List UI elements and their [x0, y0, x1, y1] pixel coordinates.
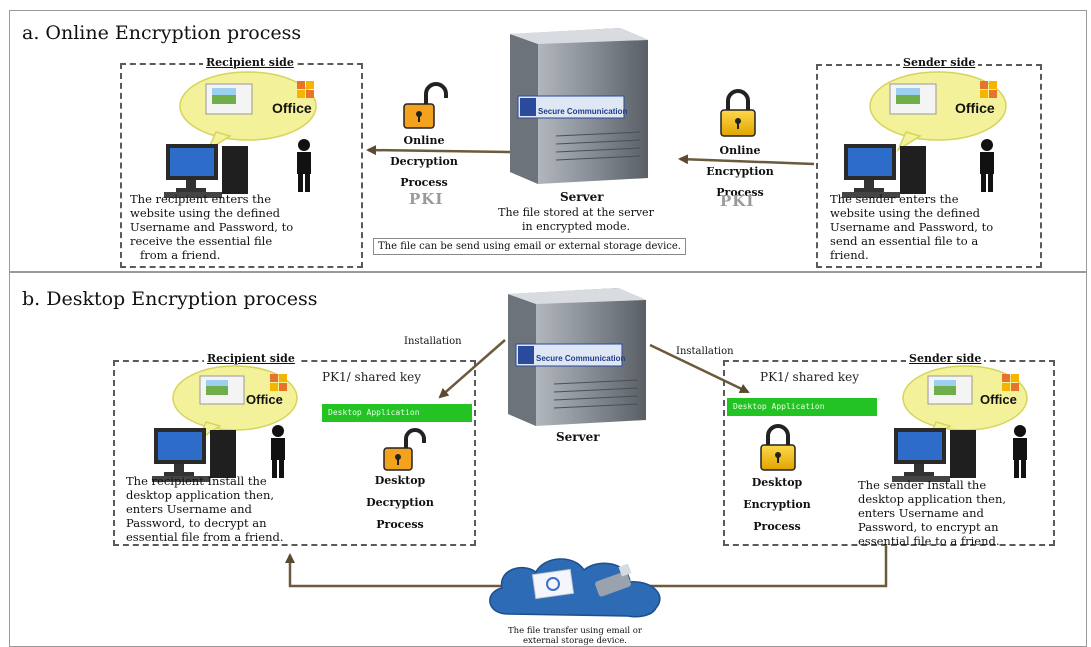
cloud-icon	[489, 558, 661, 618]
server-brand-label: Secure Communication	[538, 107, 628, 116]
installation-label-right: Installation	[676, 346, 734, 357]
server-label-desktop: Server	[556, 430, 600, 444]
open-padlock-icon	[383, 428, 426, 471]
recipient-side-heading: Recipient side	[203, 56, 297, 69]
transfer-description: The file transfer using email or externa…	[508, 626, 642, 646]
sender-description-online: The sender enters the website using the …	[830, 192, 994, 262]
desktop-application-bar: Desktop Application	[322, 404, 472, 422]
person-icon	[980, 139, 994, 192]
recipient-description-desktop: The recipient Install the desktop applic…	[126, 474, 284, 544]
closed-padlock-icon	[720, 89, 756, 137]
installation-label-left: Installation	[404, 336, 462, 347]
server-tower-icon	[510, 28, 648, 184]
desktop-decryption-process-label: Desktop Decryption Process	[366, 474, 434, 531]
image-file-icon	[889, 83, 937, 115]
email-envelope-icon	[531, 568, 575, 600]
server-tower-icon	[508, 288, 646, 426]
image-file-icon	[205, 83, 253, 115]
pki-label-right: PKI	[720, 192, 755, 210]
section-a-title: a. Online Encryption process	[22, 22, 302, 44]
desktop-computer-icon	[152, 428, 236, 482]
office-label: Office	[980, 392, 1017, 407]
server-label-online: Server	[560, 190, 604, 204]
server-description: The file stored at the server in encrypt…	[498, 206, 654, 233]
section-a-panel	[9, 10, 1087, 272]
person-icon	[271, 425, 285, 478]
online-encryption-process-label: Online Encryption Process	[706, 144, 774, 199]
transfer-note-box: The file can be send using email or exte…	[373, 238, 686, 255]
desktop-encryption-process-label: Desktop Encryption Process	[743, 476, 811, 533]
image-file-icon	[927, 375, 973, 405]
person-icon	[1013, 425, 1027, 478]
office-icon	[297, 81, 314, 98]
desktop-computer-icon	[892, 428, 976, 482]
office-label: Office	[272, 100, 312, 116]
sender-description-desktop: The sender Install the desktop applicati…	[858, 478, 1007, 548]
pki-label-left: PKI	[409, 190, 444, 208]
closed-padlock-icon	[760, 424, 796, 471]
office-label: Office	[246, 392, 283, 407]
office-icon	[1002, 374, 1019, 391]
desktop-application-bar: Desktop Application	[727, 398, 877, 416]
office-icon	[270, 374, 287, 391]
server-brand-label: Secure Communication	[536, 354, 626, 363]
usb-drive-icon	[595, 563, 632, 597]
shared-key-label-right: PK1/ shared key	[760, 370, 860, 384]
office-label: Office	[955, 100, 995, 116]
sender-box-desktop	[723, 360, 1055, 546]
recipient-side-heading: Recipient side	[204, 352, 298, 365]
open-padlock-icon	[403, 82, 448, 129]
desktop-computer-icon	[842, 144, 926, 198]
office-icon	[980, 81, 997, 98]
image-file-icon	[199, 375, 245, 405]
section-b-title: b. Desktop Encryption process	[22, 288, 318, 310]
desktop-computer-icon	[164, 144, 248, 198]
person-icon	[297, 139, 311, 192]
recipient-description-online: The recipient enters the website using t…	[130, 192, 294, 262]
online-decryption-process-label: Online Decryption Process	[390, 134, 458, 189]
sender-side-heading: Sender side	[906, 352, 985, 365]
sender-side-heading: Sender side	[900, 56, 979, 69]
shared-key-label-left: PK1/ shared key	[322, 370, 422, 384]
